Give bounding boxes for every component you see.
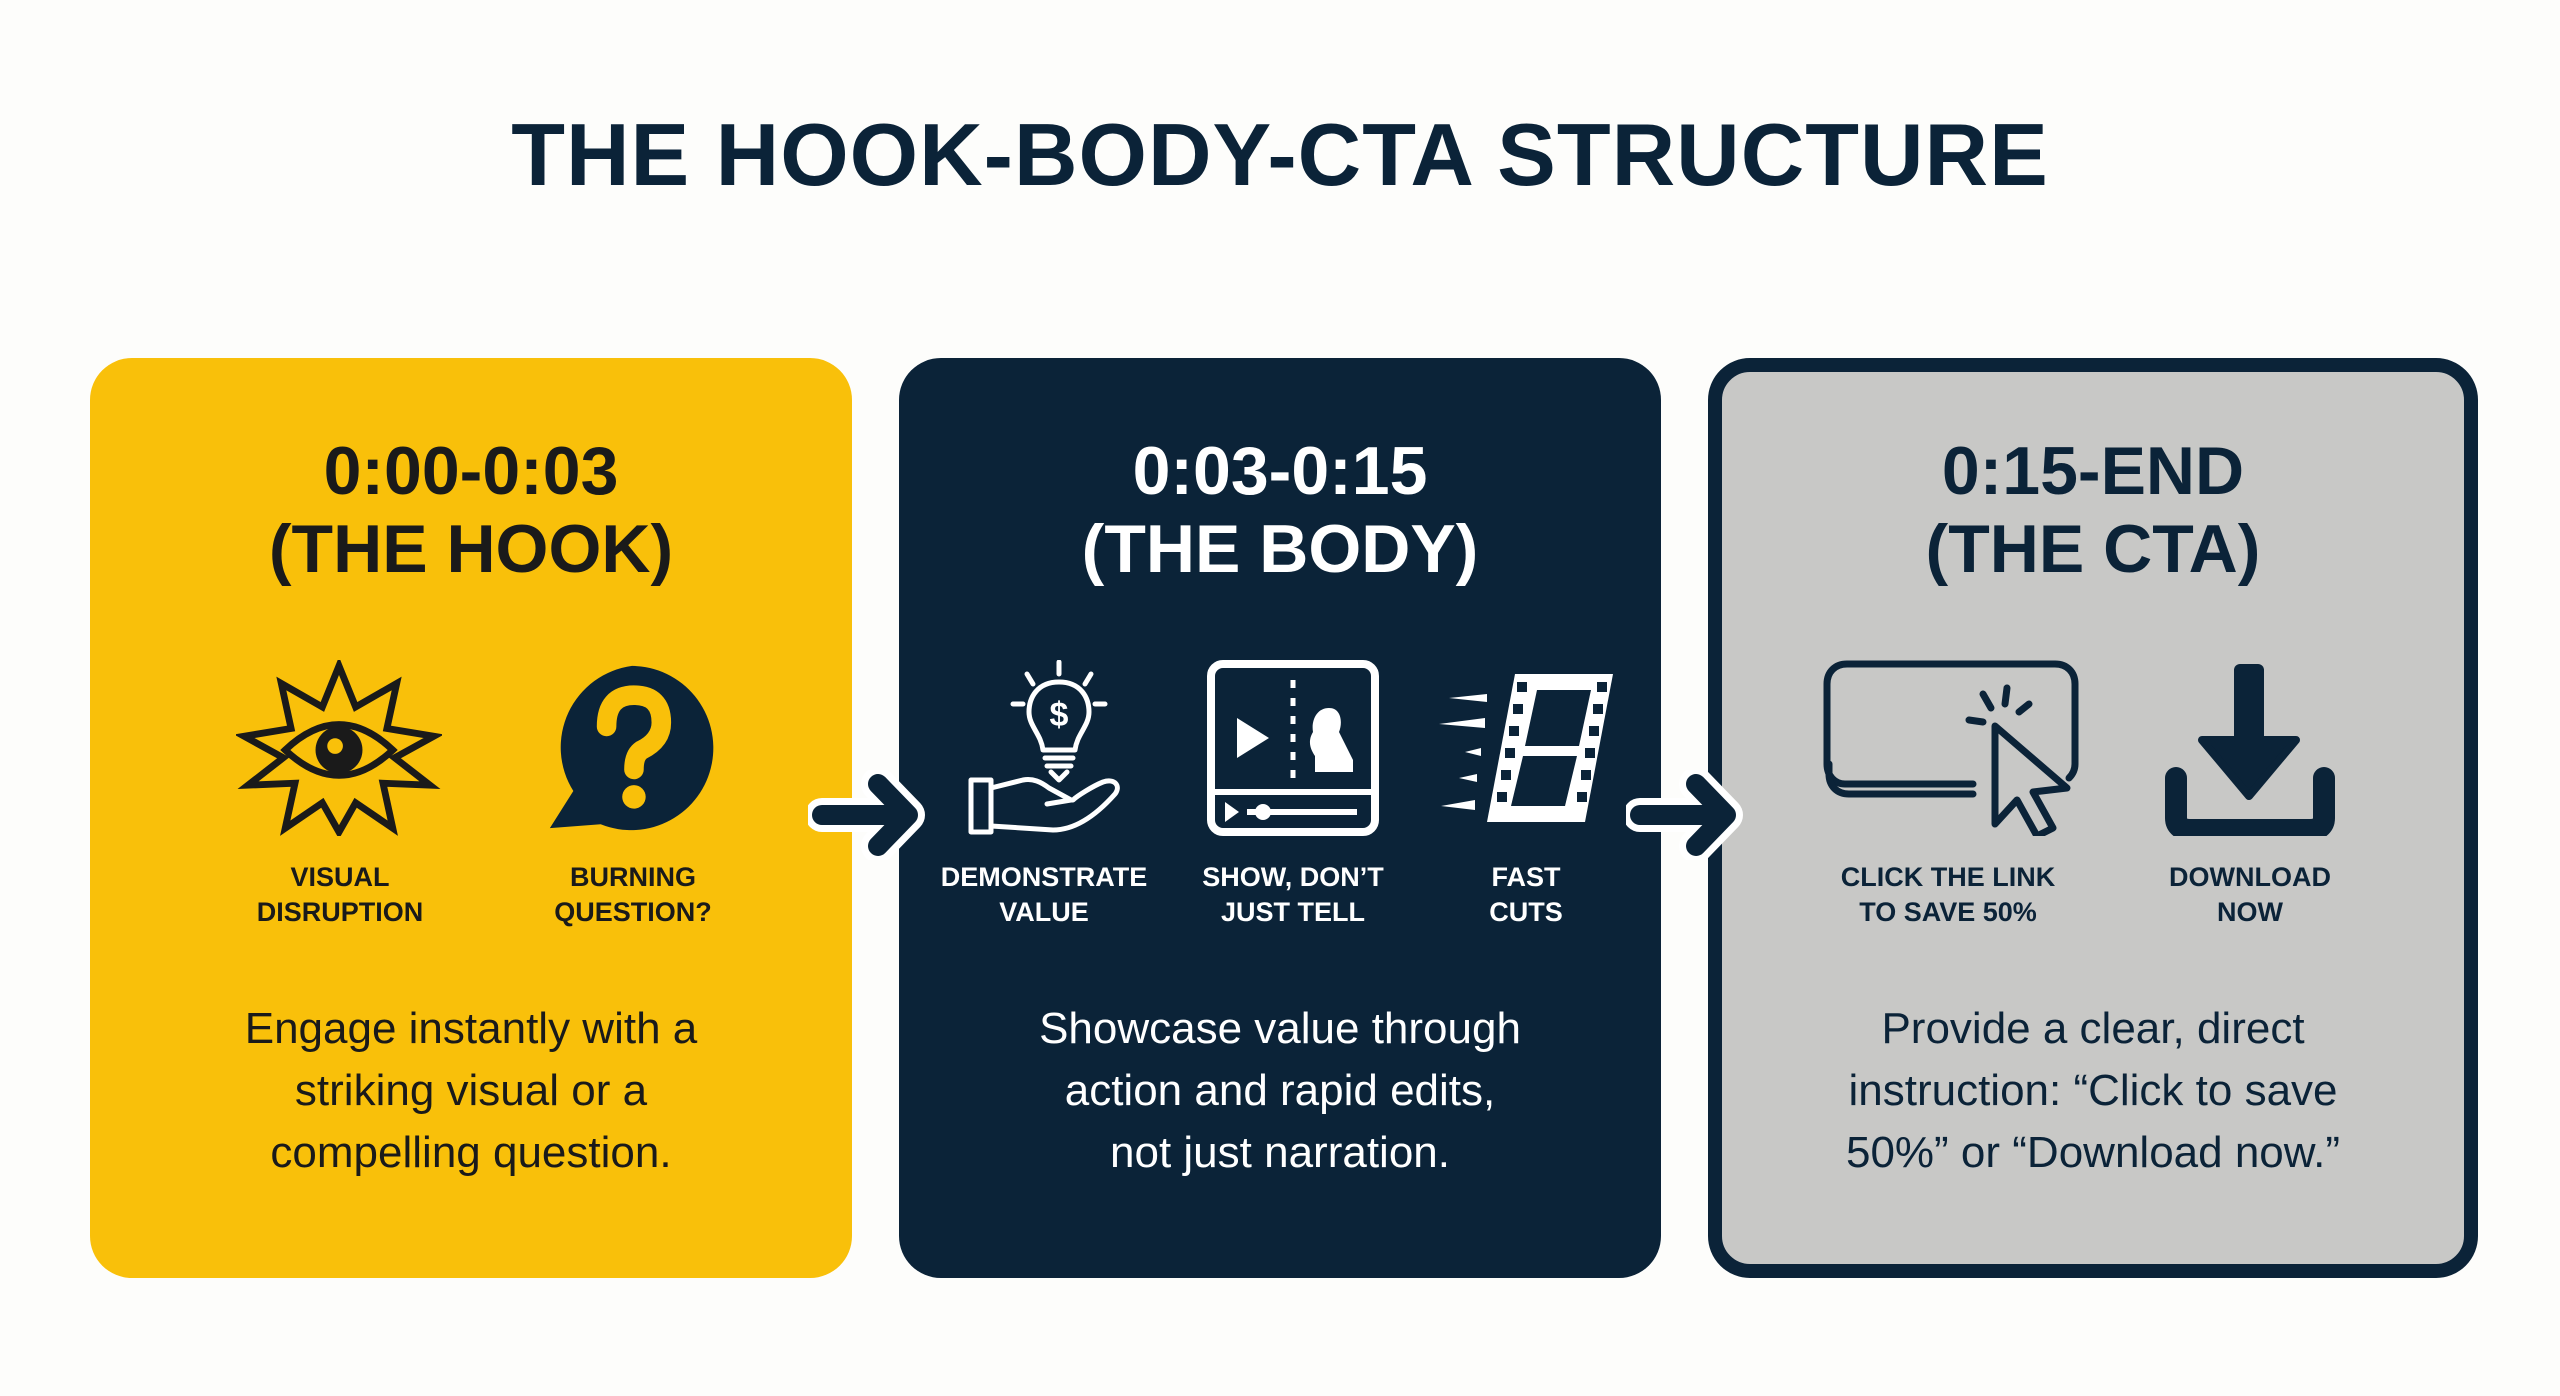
- label-line: QUESTION?: [554, 897, 712, 927]
- label-line: DISRUPTION: [256, 897, 424, 927]
- visual-disruption-label: VISUAL DISRUPTION: [210, 860, 470, 930]
- video-player-icon: [1207, 660, 1379, 836]
- description-line: not just narration.: [1110, 1128, 1450, 1177]
- page-title: THE HOOK-BODY-CTA STRUCTURE: [511, 105, 2049, 204]
- hook-header: 0:00-0:03 (THE HOOK): [90, 432, 852, 588]
- label-line: JUST TELL: [1220, 897, 1365, 927]
- svg-text:$: $: [1050, 696, 1069, 734]
- hook-description: Engage instantly with a striking visual …: [120, 998, 822, 1184]
- download-now-label: DOWNLOAD NOW: [2120, 860, 2380, 930]
- cta-header: 0:15-END (THE CTA): [1722, 432, 2464, 588]
- arrow-right-icon: [1626, 770, 1746, 860]
- description-line: 50%” or “Download now.”: [1845, 1128, 2340, 1177]
- label-line: CLICK THE LINK: [1840, 862, 2056, 892]
- hook-name: (THE HOOK): [268, 511, 674, 587]
- click-button-icon: [1823, 660, 2079, 836]
- label-line: DEMONSTRATE: [940, 862, 1148, 892]
- cta-name: (THE CTA): [1925, 511, 2261, 587]
- description-line: Engage instantly with a: [244, 1004, 698, 1053]
- lightbulb-hand-icon: $: [967, 660, 1123, 836]
- download-icon: [2164, 660, 2336, 836]
- body-time: 0:03-0:15: [1132, 433, 1428, 509]
- label-line: BURNING: [570, 862, 696, 892]
- arrow-right-icon: [808, 770, 928, 860]
- label-line: CUTS: [1489, 897, 1563, 927]
- question-bubble-icon: [542, 660, 722, 836]
- description-line: action and rapid edits,: [1064, 1066, 1496, 1115]
- hook-card: 0:00-0:03 (THE HOOK) VISUAL DISRUPTION B…: [90, 358, 852, 1278]
- label-line: FAST: [1491, 862, 1561, 892]
- hook-time: 0:00-0:03: [323, 433, 619, 509]
- label-line: DOWNLOAD: [2169, 862, 2331, 892]
- eye-starburst-icon: [236, 660, 442, 836]
- description-line: compelling question.: [270, 1128, 672, 1177]
- label-line: NOW: [2217, 897, 2283, 927]
- body-name: (THE BODY): [1081, 511, 1479, 587]
- description-line: Provide a clear, direct: [1881, 1004, 2305, 1053]
- burning-question-label: BURNING QUESTION?: [503, 860, 763, 930]
- body-description: Showcase value through action and rapid …: [929, 998, 1631, 1184]
- cta-time: 0:15-END: [1941, 433, 2245, 509]
- label-line: VALUE: [999, 897, 1089, 927]
- description-line: Showcase value through: [1039, 1004, 1521, 1053]
- body-card: 0:03-0:15 (THE BODY) $ DEMONSTRATE VALUE: [899, 358, 1661, 1278]
- cta-description: Provide a clear, direct instruction: “Cl…: [1746, 998, 2440, 1184]
- body-header: 0:03-0:15 (THE BODY): [899, 432, 1661, 588]
- film-strip-icon: [1437, 660, 1615, 836]
- label-line: TO SAVE 50%: [1859, 897, 2037, 927]
- label-line: SHOW, DON’T: [1202, 862, 1384, 892]
- show-dont-tell-label: SHOW, DON’T JUST TELL: [1163, 860, 1423, 930]
- description-line: striking visual or a: [294, 1066, 648, 1115]
- demonstrate-value-label: DEMONSTRATE VALUE: [914, 860, 1174, 930]
- description-line: instruction: “Click to save: [1848, 1066, 2338, 1115]
- fast-cuts-label: FAST CUTS: [1396, 860, 1656, 930]
- label-line: VISUAL: [290, 862, 390, 892]
- click-link-label: CLICK THE LINK TO SAVE 50%: [1818, 860, 2078, 930]
- cta-card: 0:15-END (THE CTA) CLICK THE LINK TO SAV…: [1708, 358, 2478, 1278]
